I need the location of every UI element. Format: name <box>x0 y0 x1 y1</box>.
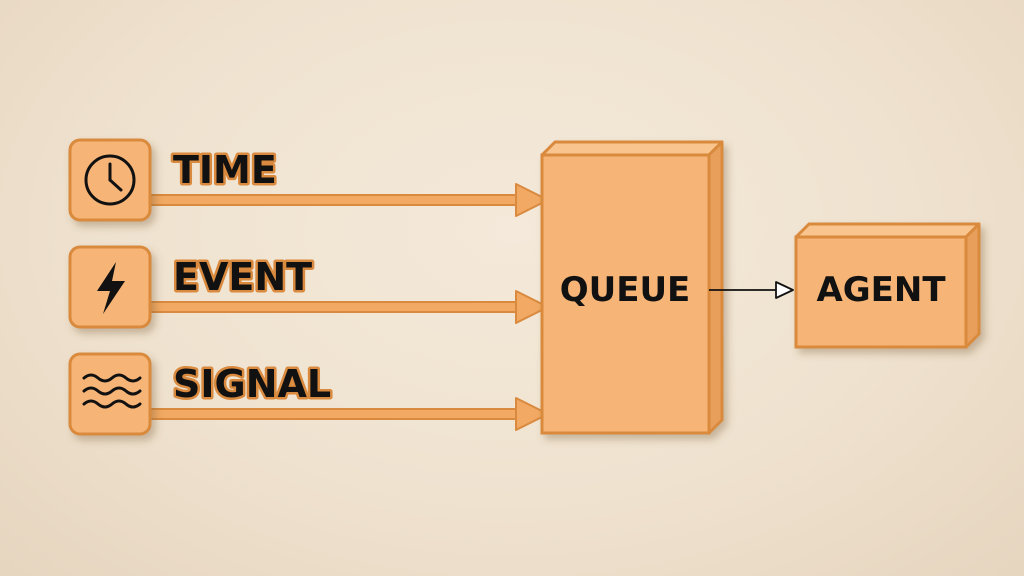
input-label-time: TIME <box>173 148 277 192</box>
lightning-bolt-icon <box>97 262 125 314</box>
agent-box <box>794 222 981 349</box>
clock-icon <box>84 154 136 206</box>
input-label-event: EVENT <box>173 255 312 299</box>
waves-icon <box>82 373 142 409</box>
queue-to-agent-arrow <box>709 281 794 299</box>
input-label-signal: SIGNAL <box>173 362 331 406</box>
agent-label: AGENT <box>816 270 946 310</box>
queue-label: QUEUE <box>560 270 691 310</box>
queue-box <box>540 140 724 435</box>
